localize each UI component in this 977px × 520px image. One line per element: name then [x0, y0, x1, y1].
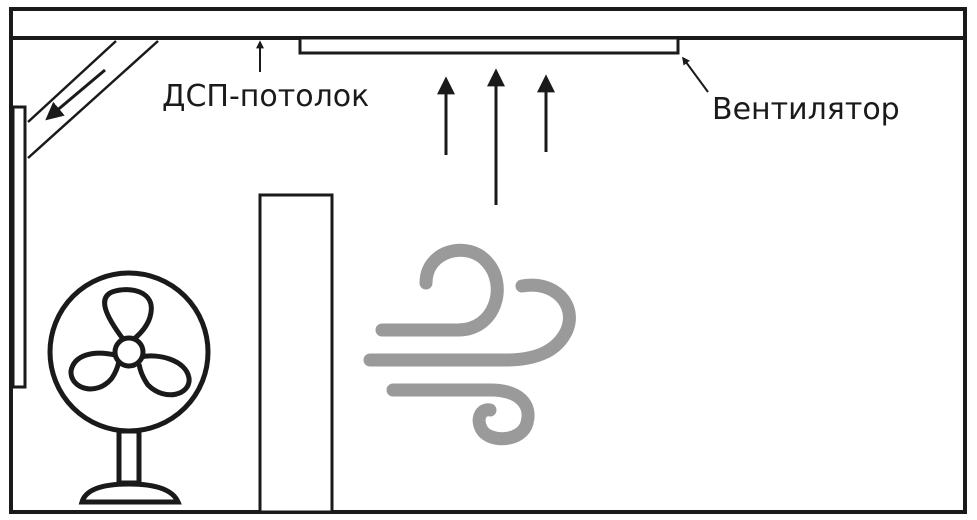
ceiling-fan-unit — [298, 36, 680, 55]
fan-label: Вентилятор — [712, 92, 900, 127]
desk-fan-icon — [47, 270, 211, 505]
diagonal-arrow-icon — [45, 68, 106, 121]
ceiling-label: ДСП-потолок — [162, 79, 369, 114]
cabinet-pillar — [258, 193, 334, 514]
fan-leader-arrow — [682, 56, 709, 93]
diagonal-duct — [27, 40, 159, 159]
wind-icon — [363, 243, 576, 446]
window-panel — [11, 105, 27, 389]
airflow-up-arrows — [437, 68, 555, 205]
room-outline — [9, 7, 967, 514]
